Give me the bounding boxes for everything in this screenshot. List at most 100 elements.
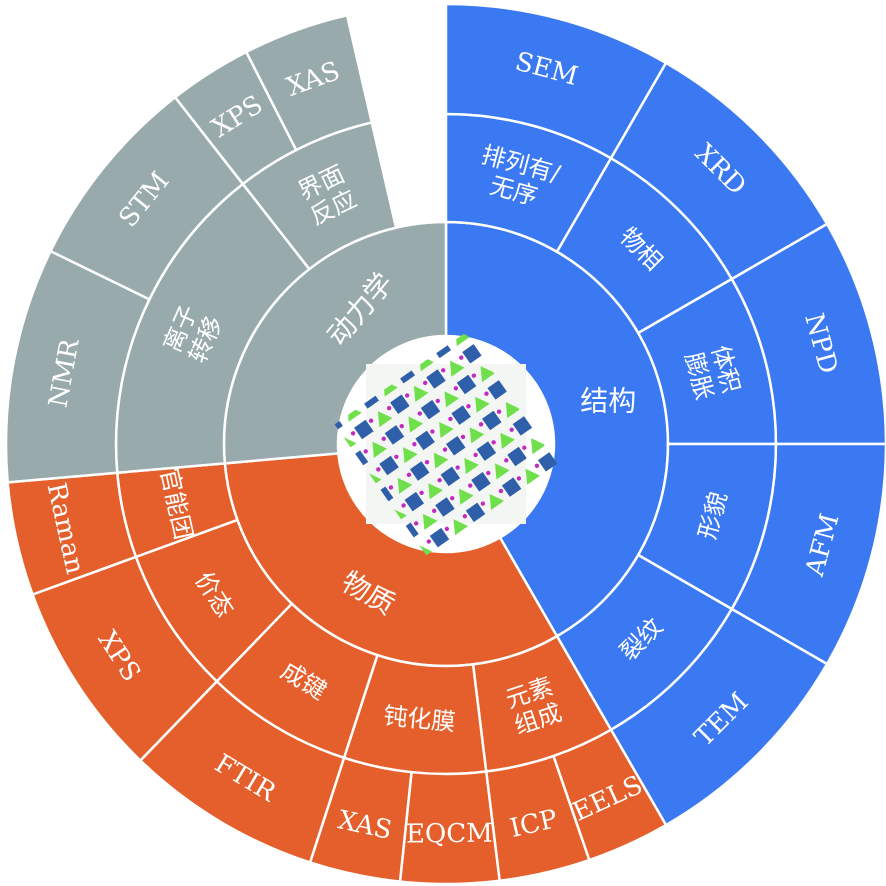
atom [426,539,432,544]
atom [399,423,404,429]
atom [460,434,466,440]
tetrahedron [494,463,510,480]
tetrahedron [500,432,515,449]
atom [478,422,484,427]
octahedron [446,435,466,456]
atom [424,459,430,465]
atom [468,483,473,488]
octahedron [512,416,533,436]
atom [437,478,442,483]
tetrahedron [458,488,474,505]
atom [442,447,448,452]
tetrahedron [439,421,454,439]
tetrahedron [475,396,490,413]
tetrahedron [444,391,460,408]
atom [455,465,460,470]
atom [394,454,399,459]
octahedron [440,466,461,487]
tetrahedron [531,438,546,455]
atom [498,488,504,494]
octahedron [379,455,399,476]
tetrahedron [403,447,418,464]
atom [448,416,453,422]
tetrahedron [469,427,485,444]
atom [376,467,381,472]
crystal-structure-icon [334,332,558,556]
atom [453,386,459,391]
octahedron [537,452,558,472]
atom [496,409,502,414]
octahedron [420,399,441,420]
center-hub [334,332,558,556]
octahedron [390,394,410,415]
atom [491,440,496,445]
atom [413,521,419,526]
atom [504,458,509,463]
atom [522,445,527,450]
atom [473,452,478,458]
tetrahedron [480,366,496,383]
atom [381,436,386,441]
octahedron [465,502,486,523]
tetrahedron [413,385,429,402]
tetrahedron [449,360,465,377]
octahedron [501,477,522,497]
tetrahedron [372,441,388,458]
tetrahedron [505,402,521,419]
atom [516,476,522,481]
octahedron [456,374,477,395]
atom [450,496,455,501]
octahedron [462,344,482,364]
atom [484,391,489,396]
octahedron [409,461,430,481]
atom [412,441,417,447]
atom [471,373,477,378]
tetrahedron [433,452,449,469]
tetrahedron [525,468,541,485]
atom [363,449,368,454]
atom [422,380,428,386]
property-label: 钝化膜 [382,702,456,737]
octahedron [384,425,405,445]
atom [432,508,437,514]
octahedron [415,430,435,451]
octahedron [507,446,527,467]
atom [534,463,540,468]
octahedron [404,491,425,512]
atom [404,393,410,398]
atom [419,490,424,496]
octahedron [451,405,471,425]
octahedron [471,472,491,492]
octahedron [482,410,502,431]
octahedron [429,527,450,548]
sunburst-segments [4,2,886,886]
atom [430,429,435,434]
octahedron [476,441,497,461]
tetrahedron [489,494,505,511]
tetrahedron [408,416,424,433]
octahedron [354,419,374,440]
tetrahedron [453,519,469,536]
atom [350,431,356,436]
atom [386,405,392,411]
atom [459,355,464,360]
atom [441,368,446,373]
tetrahedron [422,513,438,530]
tetrahedron [377,411,393,428]
technique-label-eqcm: EQCM [406,819,493,850]
property-label: 界面反应 [294,160,361,231]
atom [480,501,486,506]
atom [435,398,441,404]
tetrahedron [397,477,413,494]
atom [388,485,394,490]
atom [401,503,406,508]
atom [406,472,412,478]
tetrahedron [464,458,479,475]
octahedron [435,497,455,517]
atom [466,404,471,409]
atom [444,526,450,532]
atom [486,470,491,476]
technique-segment [730,222,886,446]
octahedron [426,369,446,389]
